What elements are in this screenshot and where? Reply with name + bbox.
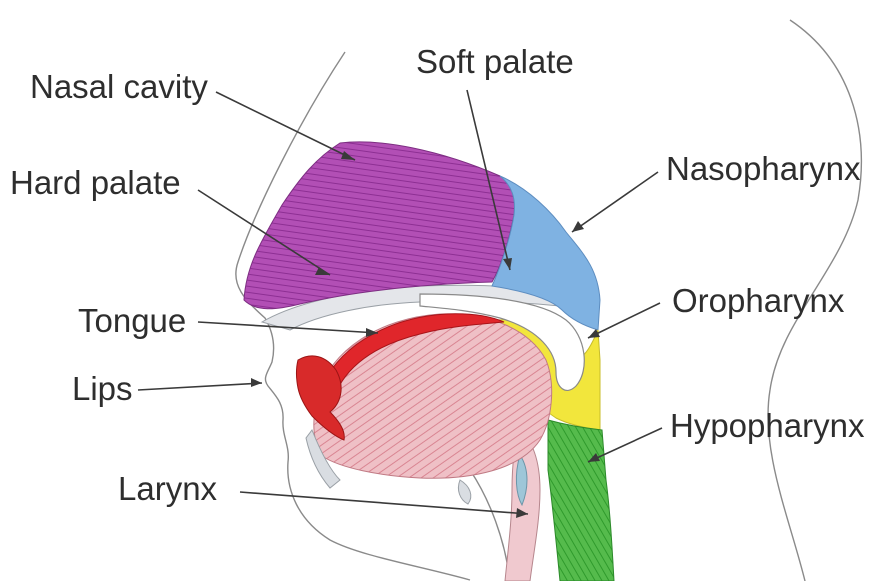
label-oropharynx: Oropharynx	[672, 282, 845, 319]
hypopharynx-region	[548, 420, 614, 581]
hyoid-region	[458, 480, 470, 504]
label-hard-palate: Hard palate	[10, 164, 181, 201]
label-tongue: Tongue	[78, 302, 186, 339]
label-nasal-cavity: Nasal cavity	[30, 68, 208, 105]
label-hypopharynx: Hypopharynx	[670, 407, 865, 444]
label-soft-palate: Soft palate	[416, 43, 574, 80]
tongue-body-region	[314, 314, 552, 478]
neck-front-outline	[470, 470, 510, 581]
label-nasopharynx: Nasopharynx	[666, 150, 861, 187]
label-lips: Lips	[72, 370, 133, 407]
nasal-cavity-region	[244, 142, 514, 309]
label-larynx: Larynx	[118, 470, 218, 507]
